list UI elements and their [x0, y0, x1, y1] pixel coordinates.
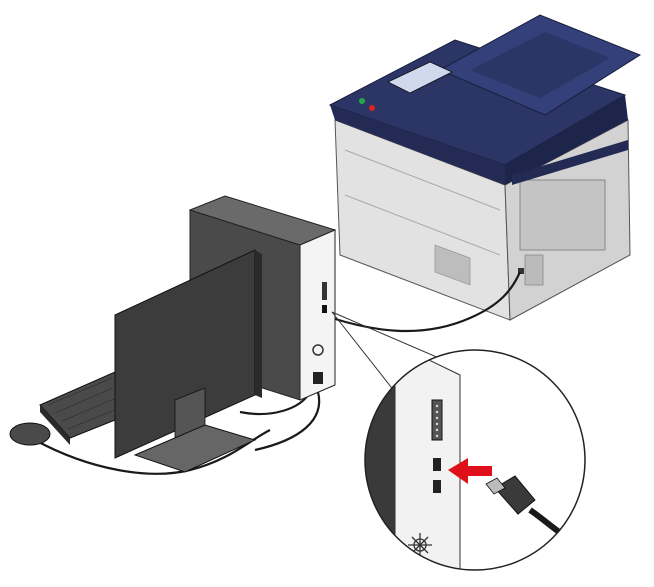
printer-usb-port	[518, 268, 524, 274]
cable-pc-to-printer	[331, 271, 522, 333]
monitor-edge	[255, 250, 262, 398]
mouse-icon	[9, 422, 51, 446]
printer-icon	[328, 14, 642, 321]
printer-vent	[434, 244, 471, 286]
tower-power-socket	[313, 372, 323, 384]
printer-button-red	[369, 105, 375, 111]
tower-port-usb	[322, 305, 327, 313]
printer-panel-screen	[387, 61, 453, 94]
keyboard-front	[40, 405, 70, 445]
cable-power	[254, 391, 321, 452]
printer-rear-lip	[512, 140, 628, 185]
serial-port-icon	[431, 399, 443, 441]
keyboard-body	[39, 371, 116, 439]
usb-port-icon	[433, 458, 441, 493]
mouse-body	[9, 422, 51, 446]
tower-fan-icon	[312, 344, 324, 356]
zoom-fan-icon	[408, 533, 432, 557]
printer-scanner-front	[330, 105, 505, 185]
tower-back	[299, 229, 336, 401]
monitor-icon	[114, 249, 262, 473]
printer-adf-slot	[470, 32, 610, 98]
zoom-detail-circle	[364, 349, 586, 571]
printer-rear-panel	[519, 179, 606, 251]
tower-port-serial	[322, 282, 327, 300]
printer-button-green	[359, 98, 365, 104]
printer-scanner-side	[505, 95, 628, 185]
monitor-stand-base	[133, 424, 257, 473]
keyboard-icon	[39, 371, 116, 445]
insert-arrow-icon	[448, 458, 492, 484]
